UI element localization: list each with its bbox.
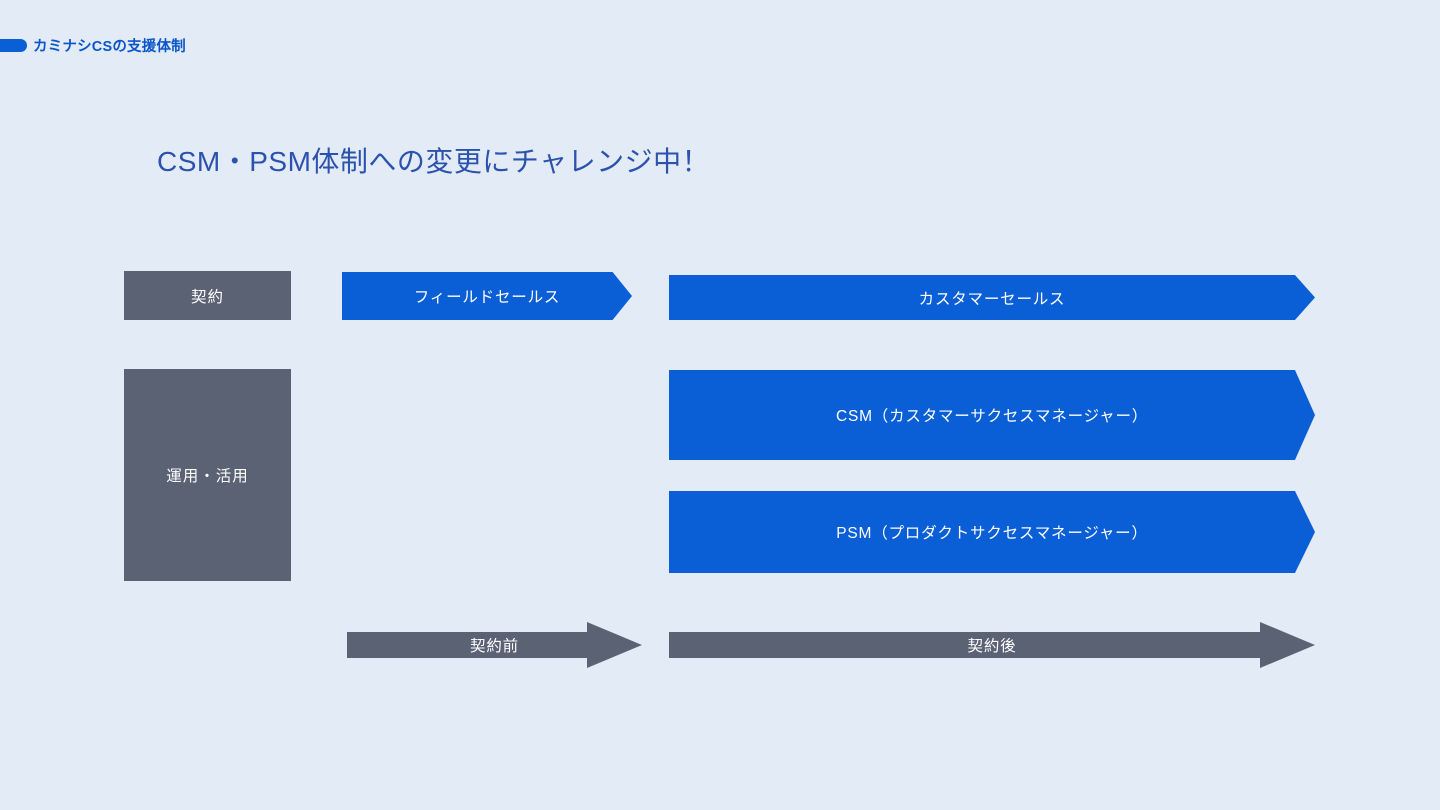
blue-pill-marker-icon bbox=[0, 38, 27, 52]
role-bar-label: カスタマーセールス bbox=[918, 290, 1066, 308]
arrow-right-icon bbox=[669, 622, 1315, 668]
header-bar: カミナシCSの支援体制 bbox=[0, 34, 186, 56]
timeline-arrow-before-contract: 契約前 bbox=[347, 622, 642, 668]
role-bar-label: PSM（プロダクトサクセスマネージャー） bbox=[836, 525, 1148, 542]
stage-box-contract: 契約 bbox=[124, 271, 291, 320]
page-title: CSM・PSM体制への変更にチャレンジ中！ bbox=[157, 146, 711, 177]
role-bar-customer-sales: カスタマーセールス bbox=[669, 275, 1315, 320]
stage-box-operation: 運用・活用 bbox=[124, 369, 291, 581]
stage-label: 契約 bbox=[190, 288, 224, 306]
timeline-arrow-label: 契約後 bbox=[967, 638, 1017, 655]
role-bar-label: フィールドセールス bbox=[413, 289, 561, 306]
stage-label: 運用・活用 bbox=[166, 468, 249, 485]
header-title: カミナシCSの支援体制 bbox=[33, 38, 186, 55]
role-bar-psm: PSM（プロダクトサクセスマネージャー） bbox=[669, 491, 1315, 573]
timeline-arrow-label: 契約前 bbox=[470, 638, 519, 655]
role-bar-csm: CSM（カスタマーサクセスマネージャー） bbox=[669, 370, 1315, 460]
timeline-arrow-after-contract: 契約後 bbox=[669, 622, 1315, 668]
role-bar-label: CSM（カスタマーサクセスマネージャー） bbox=[835, 408, 1149, 425]
role-bar-field-sales: フィールドセールス bbox=[342, 272, 632, 320]
arrow-right-icon bbox=[347, 622, 642, 668]
